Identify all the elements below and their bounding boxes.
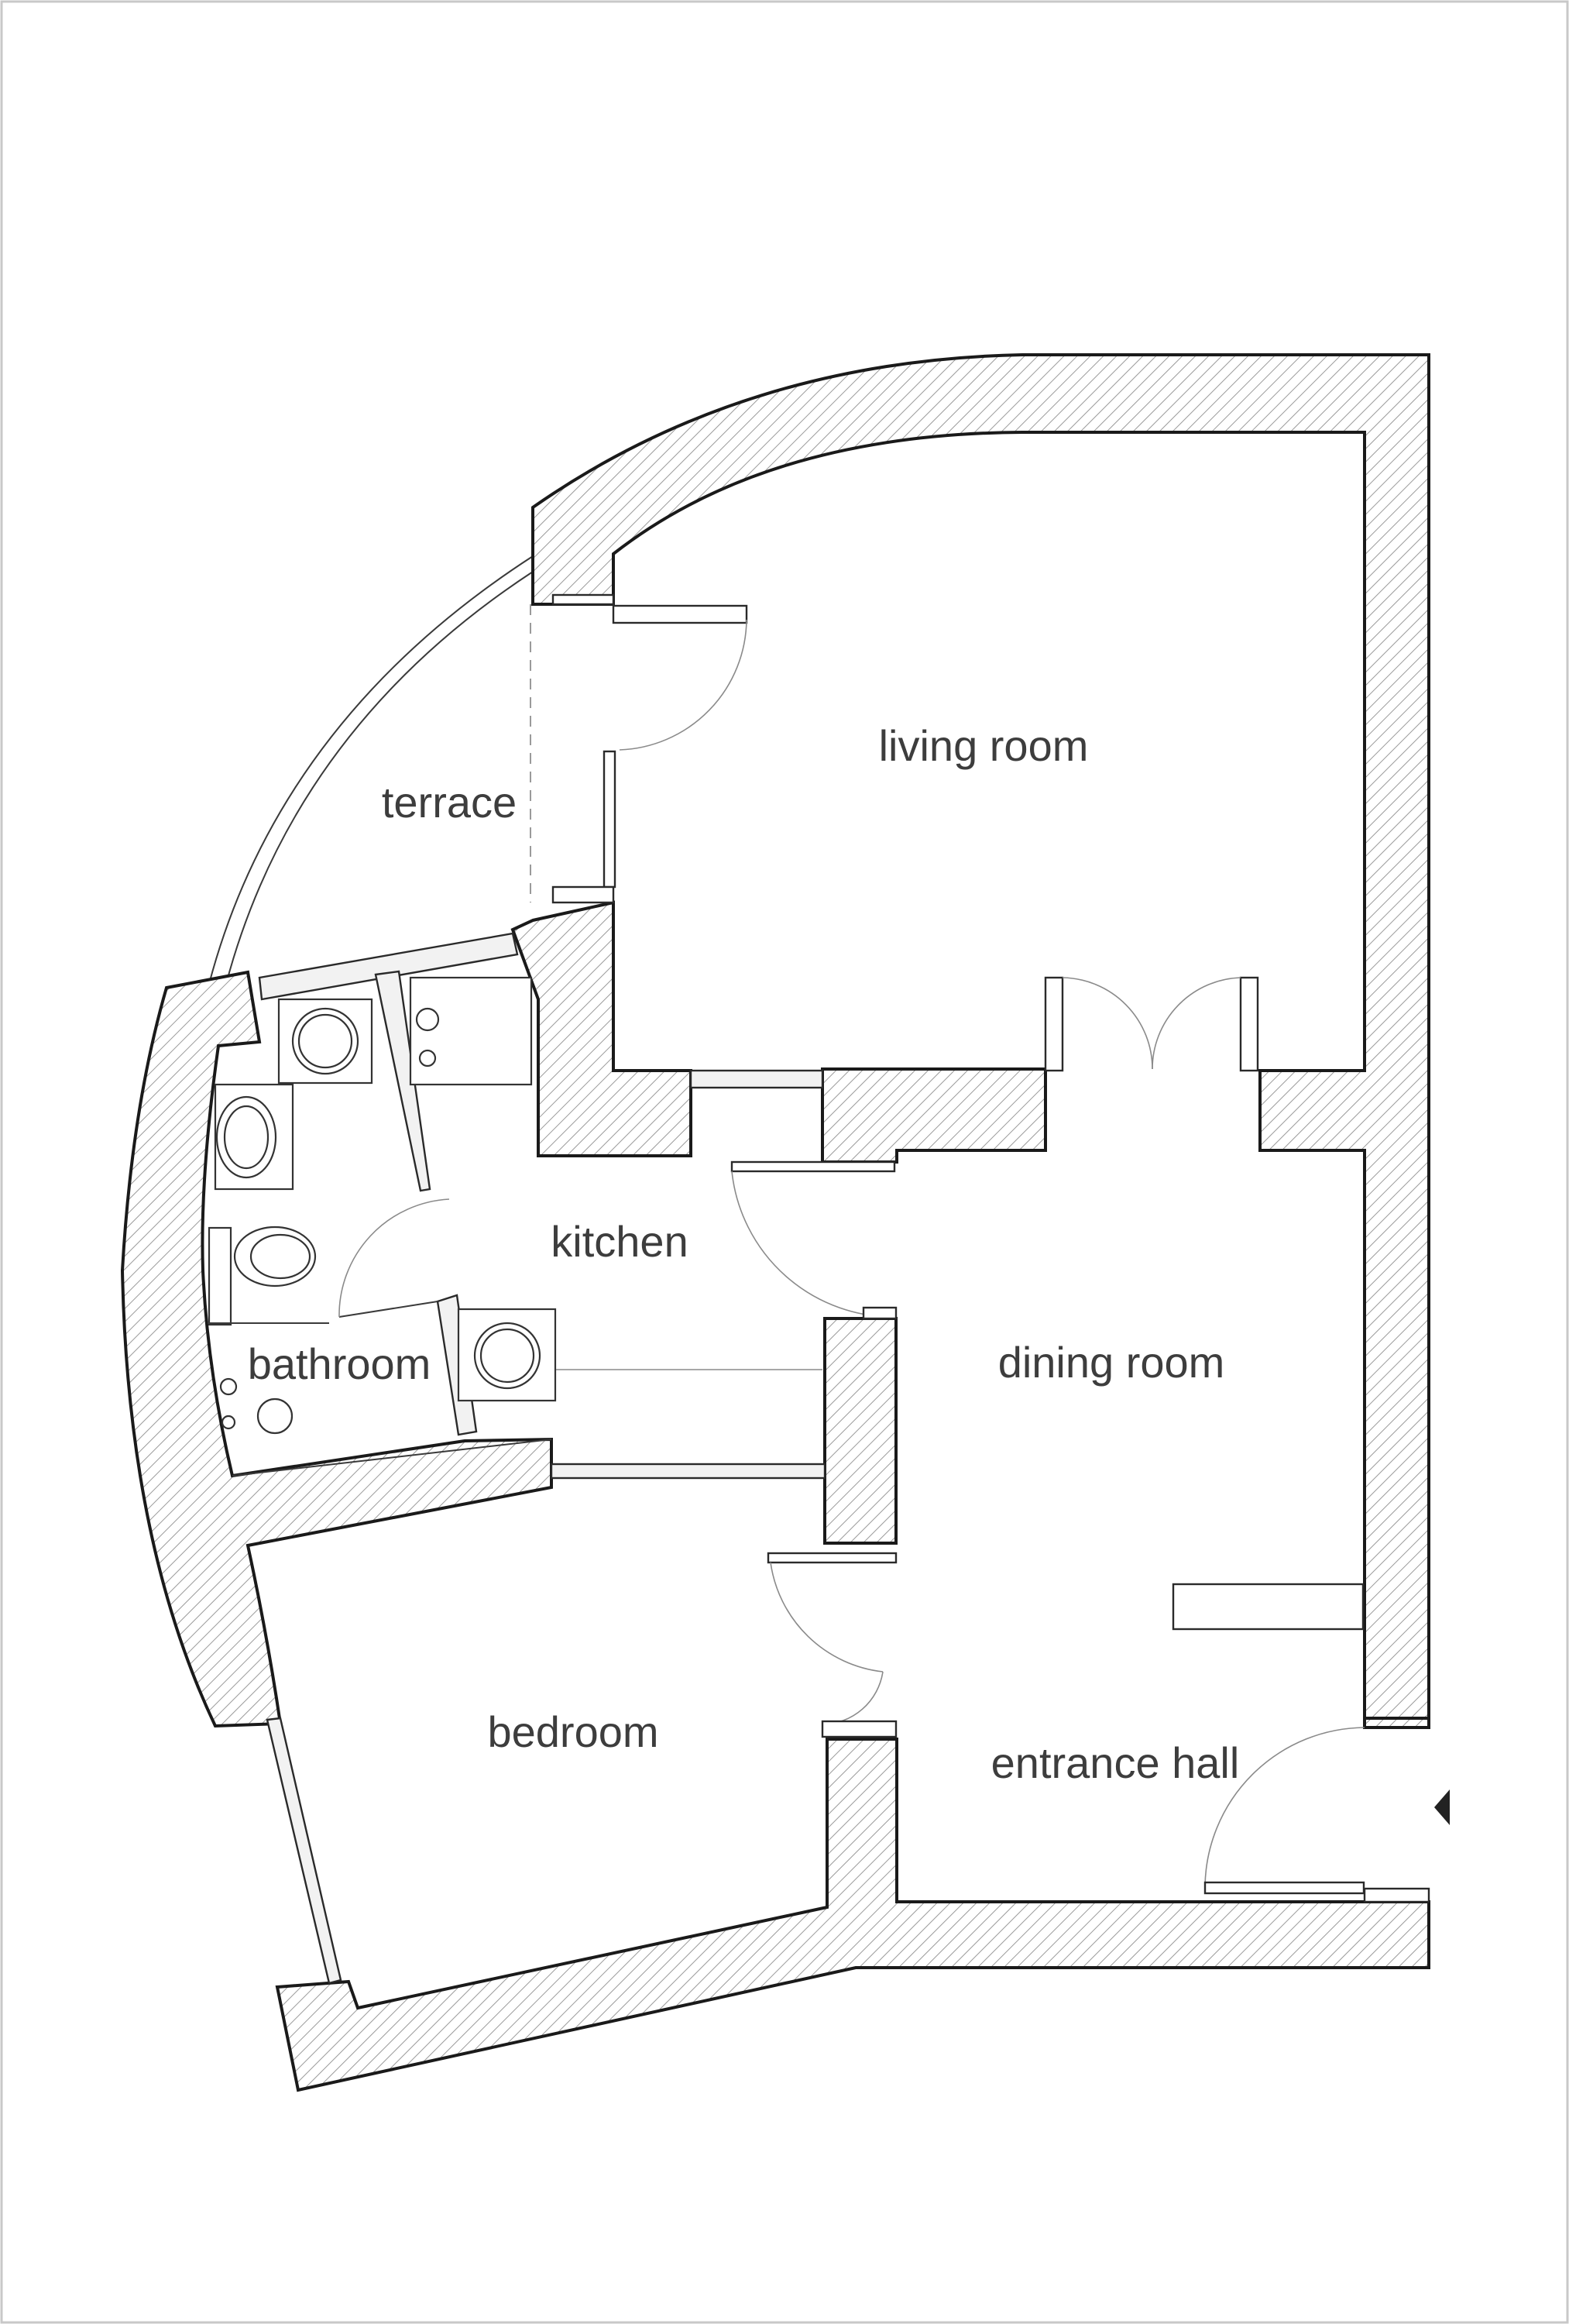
wall-kitchen-north	[510, 900, 692, 1157]
room-label-kitchen: kitchen	[551, 1217, 688, 1266]
wall-entrance-east	[1363, 1717, 1430, 1729]
wall-living-dining	[821, 1067, 1047, 1164]
wall-west-curved	[120, 970, 553, 1728]
wall-dining-pier	[823, 1317, 898, 1545]
stove-icon	[409, 976, 533, 1086]
fixtures	[208, 976, 822, 1435]
room-label-bathroom: bathroom	[248, 1339, 431, 1388]
wall-north-curved	[531, 353, 1430, 1720]
toilet-icon	[208, 1226, 232, 1326]
room-label-entrance-hall: entrance hall	[991, 1738, 1240, 1787]
room-label-dining-room: dining room	[998, 1338, 1225, 1387]
room-label-living-room: living room	[879, 721, 1089, 770]
terrace-railing	[208, 555, 534, 985]
room-label-bedroom: bedroom	[487, 1707, 658, 1756]
doors	[338, 593, 1430, 1903]
wall-bedroom-southwest	[275, 1738, 1430, 2092]
shower-icon	[256, 1397, 294, 1435]
entry-triangle-icon	[1434, 1789, 1450, 1825]
partitions	[232, 932, 826, 1985]
room-label-terrace: terrace	[382, 778, 517, 827]
